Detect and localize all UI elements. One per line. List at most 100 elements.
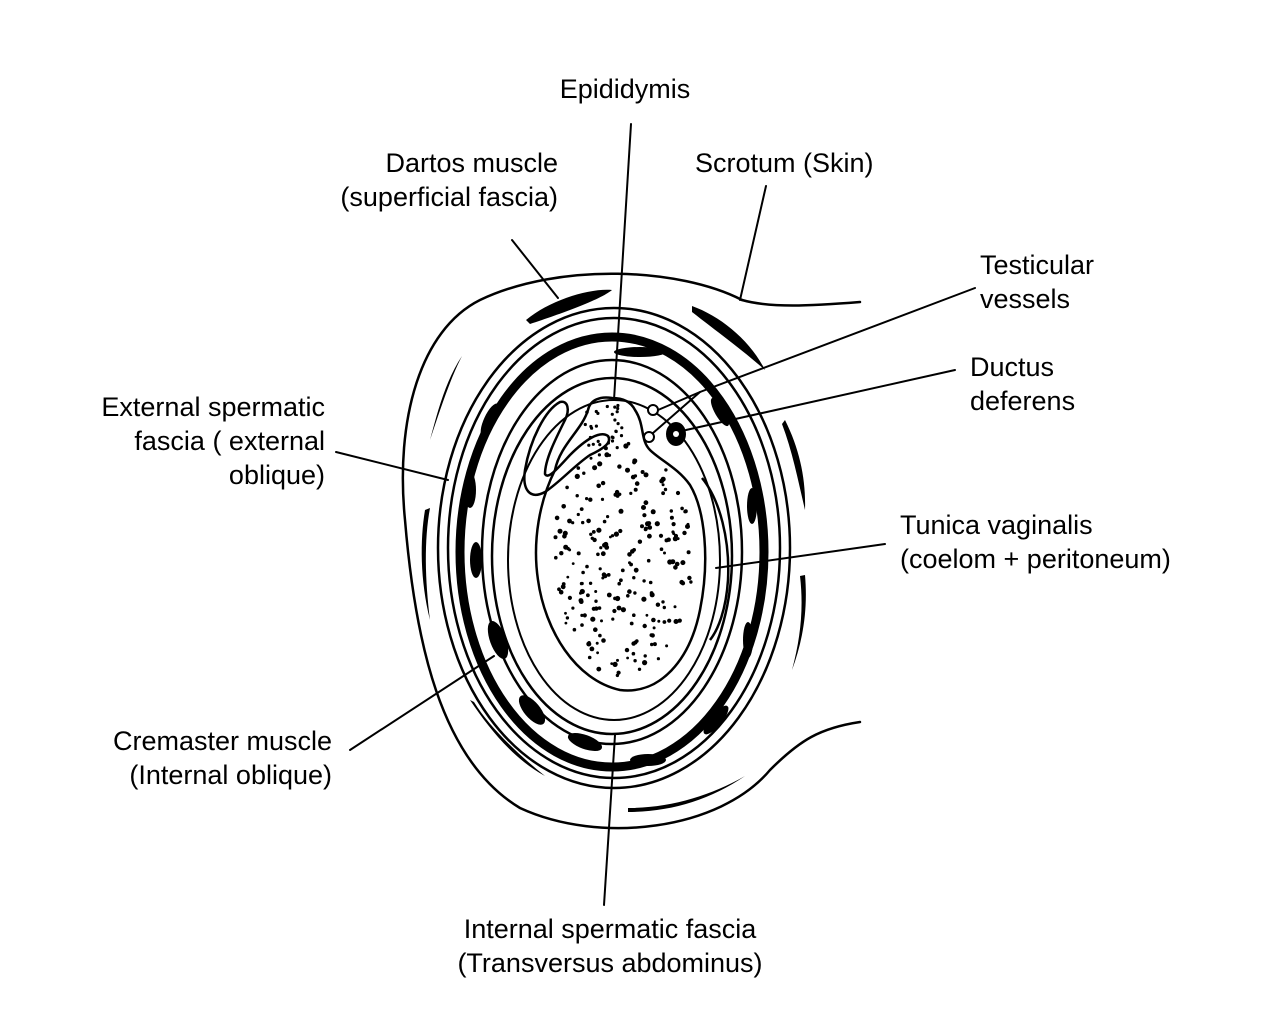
stipple-dot bbox=[591, 606, 596, 611]
stipple-dot bbox=[580, 623, 584, 627]
tunica-vaginalis-parietal bbox=[490, 376, 734, 736]
stipple-dot bbox=[586, 593, 590, 598]
stipple-dot bbox=[554, 515, 560, 521]
stipple-dot bbox=[632, 613, 636, 617]
stipple-dot bbox=[634, 481, 640, 486]
stipple-dot bbox=[689, 580, 693, 584]
stipple-dot bbox=[602, 573, 608, 579]
stipple-dot bbox=[559, 551, 564, 556]
stipple-dot bbox=[598, 567, 602, 571]
stipple-dot bbox=[585, 410, 589, 414]
stipple-dot bbox=[597, 453, 602, 457]
stipple-dot bbox=[589, 532, 593, 536]
cremaster-muscle-fibers bbox=[464, 347, 757, 766]
stipple-dot bbox=[593, 627, 598, 632]
stipple-dot bbox=[642, 513, 647, 518]
label-esf-line-3: oblique) bbox=[228, 460, 325, 490]
testis-stippling bbox=[553, 403, 693, 678]
scrotum-skin-upper-fold bbox=[740, 298, 862, 307]
label-isf-line-2: (Transversus abdominus) bbox=[457, 948, 763, 978]
stipple-dot bbox=[594, 590, 598, 593]
dartos-fiber bbox=[628, 776, 745, 812]
stipple-dot bbox=[597, 606, 602, 610]
stipple-dot bbox=[618, 528, 623, 534]
stipple-dot bbox=[661, 483, 665, 487]
stipple-dot bbox=[610, 439, 615, 443]
stipple-dot bbox=[571, 521, 575, 525]
stipple-dot bbox=[554, 555, 558, 560]
label-ductus-deferens: Ductus deferens bbox=[970, 350, 1075, 418]
stipple-dot bbox=[587, 443, 591, 447]
stipple-dot bbox=[650, 633, 655, 638]
stipple-dot bbox=[650, 642, 654, 647]
stipple-dot bbox=[629, 491, 633, 495]
stipple-dot bbox=[673, 605, 677, 609]
stipple-dot bbox=[596, 651, 599, 655]
stipple-dot bbox=[632, 460, 637, 465]
stipple-dot bbox=[615, 494, 620, 498]
stipple-dot bbox=[647, 525, 653, 530]
stipple-dot bbox=[637, 667, 642, 671]
stipple-dot bbox=[598, 443, 602, 447]
stipple-dot bbox=[664, 538, 669, 543]
stipple-dot bbox=[590, 616, 596, 622]
stipple-dot bbox=[594, 424, 599, 428]
stipple-dot bbox=[663, 551, 666, 555]
stipple-dot bbox=[612, 608, 617, 614]
dartos-layer-ring bbox=[436, 306, 792, 790]
stipple-dot bbox=[596, 439, 600, 443]
cremaster-fiber bbox=[630, 754, 666, 766]
stipple-dot bbox=[661, 491, 665, 496]
stipple-dot bbox=[589, 646, 595, 652]
stipple-dot bbox=[620, 568, 625, 573]
stipple-dot bbox=[685, 524, 690, 529]
label-ductus-deferens-line-2: deferens bbox=[970, 386, 1076, 416]
stipple-dot bbox=[671, 530, 675, 534]
stipple-dot bbox=[619, 578, 623, 583]
dartos-fiber bbox=[792, 575, 806, 670]
stipple-dot bbox=[667, 618, 672, 623]
stipple-dot bbox=[654, 521, 660, 527]
stipple-dot bbox=[588, 435, 593, 440]
label-ductus-deferens-line-1: Ductus bbox=[970, 352, 1055, 382]
stipple-dot bbox=[627, 589, 632, 594]
stipple-dot bbox=[624, 647, 630, 653]
stipple-dot bbox=[588, 497, 593, 502]
label-dartos-line-1: Dartos muscle bbox=[385, 148, 558, 178]
testicular-vessels-leader-line bbox=[657, 287, 976, 411]
dartos-leader-line bbox=[511, 239, 559, 299]
label-scrotum: Scrotum (Skin) bbox=[695, 146, 874, 180]
stipple-dot bbox=[605, 404, 609, 409]
internal-spermatic-fascia-leader-line bbox=[603, 734, 616, 906]
stipple-dot bbox=[662, 605, 666, 610]
label-external-spermatic-fascia: External spermatic fascia ( external obl… bbox=[20, 390, 325, 492]
stipple-dot bbox=[640, 524, 644, 529]
stipple-dot bbox=[601, 638, 606, 643]
cremaster-fiber bbox=[710, 397, 730, 427]
stipple-dot bbox=[629, 562, 633, 567]
stipple-dot bbox=[631, 651, 636, 656]
stipple-dot bbox=[616, 406, 620, 411]
stipple-dot bbox=[610, 435, 614, 439]
cremaster-fiber bbox=[614, 347, 666, 357]
stipple-dot bbox=[643, 472, 649, 478]
stipple-dot bbox=[659, 478, 665, 484]
cremaster-fiber bbox=[487, 621, 509, 659]
stipple-dot bbox=[589, 456, 593, 460]
cremaster-fiber bbox=[743, 622, 753, 658]
stipple-dot bbox=[590, 536, 594, 540]
stipple-dot bbox=[572, 627, 577, 632]
stipple-dot bbox=[652, 642, 657, 647]
stipple-dot bbox=[642, 660, 648, 666]
label-epididymis: Epididymis bbox=[520, 72, 730, 106]
stipple-dot bbox=[650, 509, 656, 515]
stipple-dot bbox=[594, 409, 598, 414]
stipple-dot bbox=[603, 541, 609, 547]
external-spermatic-fascia-leader-line bbox=[335, 451, 449, 481]
stipple-dot bbox=[568, 548, 572, 552]
stipple-dot bbox=[553, 535, 558, 540]
stipple-dot bbox=[646, 558, 651, 563]
stipple-dot bbox=[665, 644, 669, 648]
dartos-fiber bbox=[470, 700, 545, 776]
stipple-dot bbox=[646, 521, 652, 526]
